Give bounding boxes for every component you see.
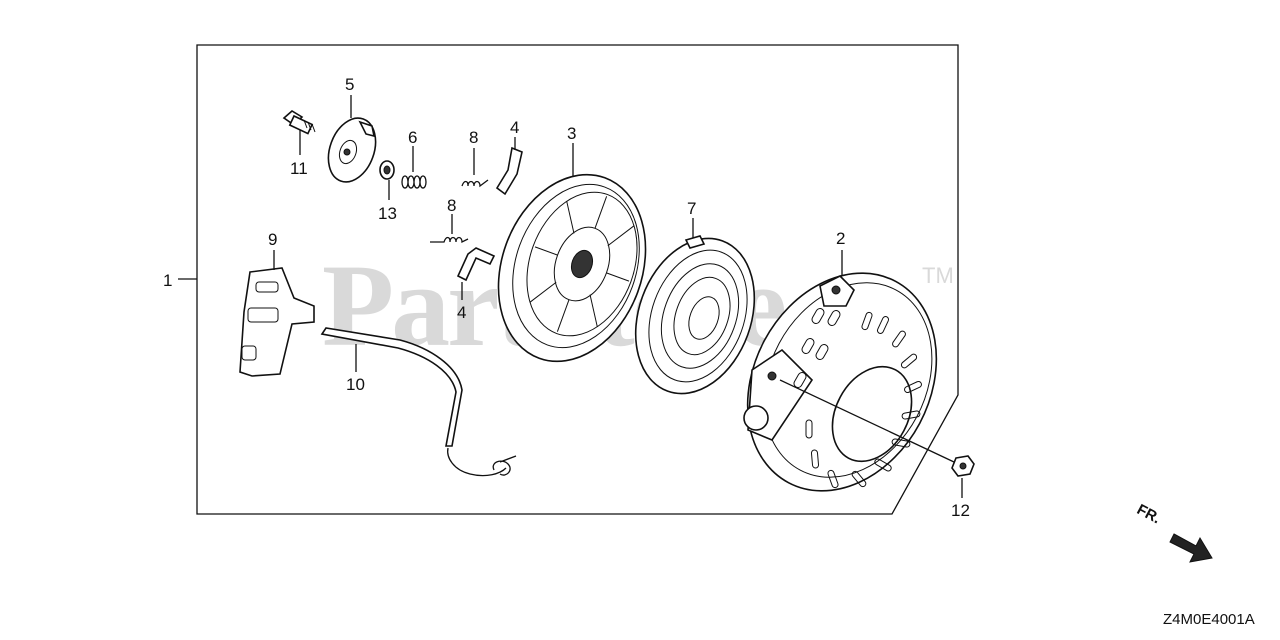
callout-5: 5: [345, 75, 354, 94]
callout-11: 11: [290, 159, 308, 178]
watermark-trademark: TM: [922, 263, 954, 288]
callout-7: 7: [687, 199, 696, 218]
callout-9: 9: [268, 230, 277, 249]
callout-6: 6: [408, 128, 417, 147]
callout-8-lower: 8: [447, 196, 456, 215]
part-10-rope[interactable]: [320, 327, 517, 477]
assembly-boundary: [178, 44, 959, 515]
callout-8-upper: 8: [469, 128, 478, 147]
part-13-washer[interactable]: [379, 160, 395, 200]
part-5-ratchet[interactable]: [320, 95, 384, 189]
part-4-friction-plate-upper[interactable]: [495, 137, 523, 196]
diagram-code: Z4M0E4001A: [1163, 611, 1255, 628]
part-8-clip-spring-lower[interactable]: [430, 214, 469, 244]
part-11-bolt[interactable]: [282, 110, 316, 155]
part-9-starter-grip[interactable]: [239, 250, 315, 377]
fr-label: FR.: [1134, 501, 1163, 527]
part-2-starter-case[interactable]: [711, 240, 973, 524]
part-6-spring[interactable]: [401, 146, 427, 189]
front-direction-indicator: FR.: [1134, 501, 1213, 563]
callout-4-lower: 4: [457, 303, 466, 322]
part-4-friction-plate-lower[interactable]: [456, 247, 496, 300]
callout-3: 3: [567, 124, 576, 143]
part-3-reel[interactable]: [473, 143, 670, 382]
part-7-recoil-spring[interactable]: [615, 218, 775, 410]
part-12-flange-bolt[interactable]: [779, 379, 975, 498]
callout-1: 1: [163, 271, 172, 290]
callout-2: 2: [836, 229, 845, 248]
callout-10: 10: [346, 375, 365, 394]
arrow-right-icon: [1169, 533, 1213, 563]
part-8-clip-spring-upper[interactable]: [461, 148, 489, 188]
callout-13: 13: [378, 204, 397, 223]
callout-4-upper: 4: [510, 118, 519, 137]
callout-12: 12: [951, 501, 970, 520]
